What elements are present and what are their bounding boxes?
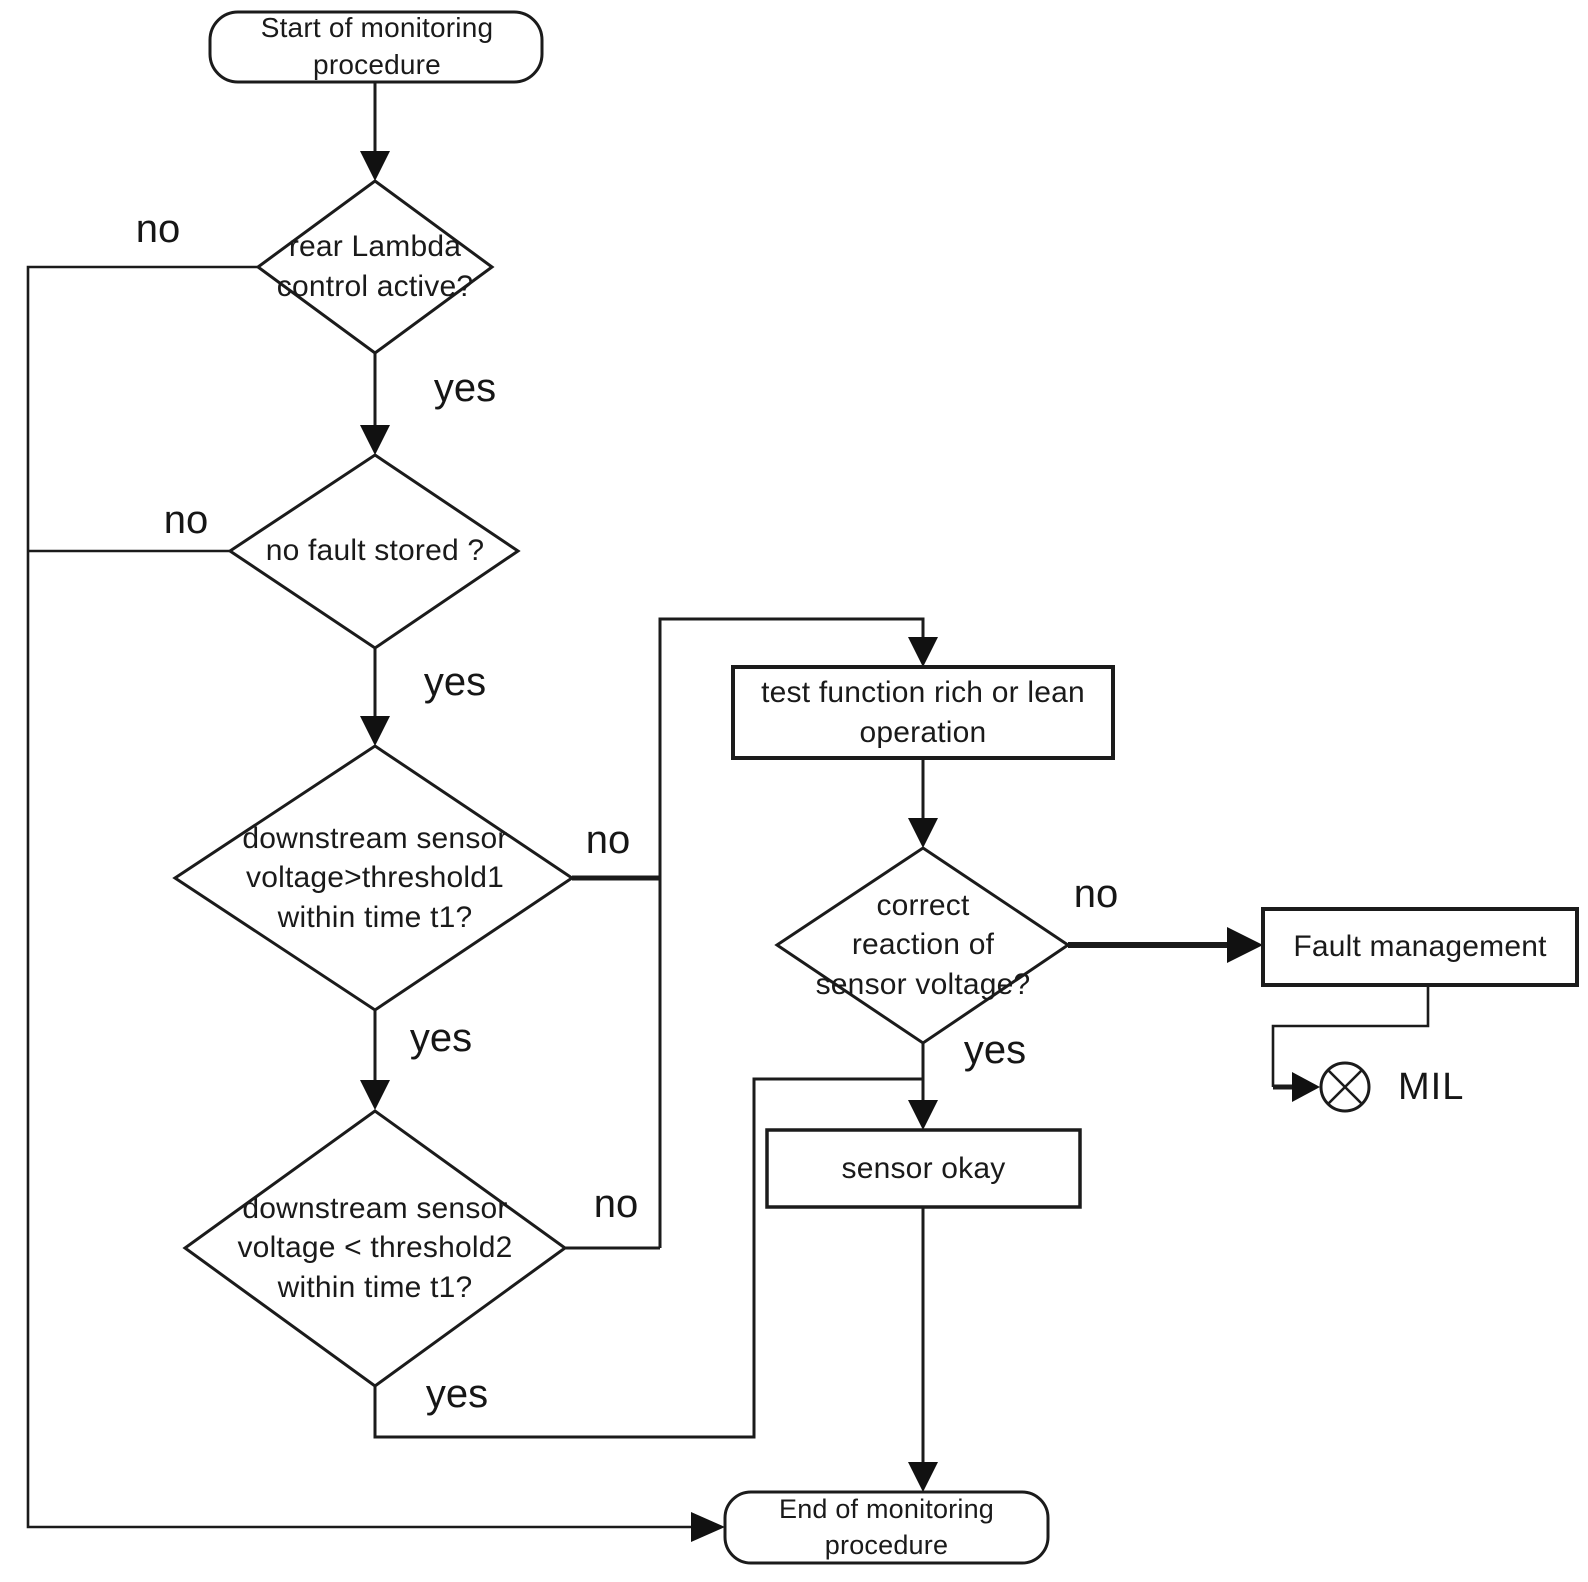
edge-label-d2-no: no xyxy=(163,498,209,542)
edge-label-d5-yes: yes xyxy=(963,1028,1027,1072)
arrowhead-into-d2 xyxy=(360,425,390,455)
node-end-label: End of monitoring procedure xyxy=(778,1493,995,1560)
node-test-function-label: test function rich or lean operation xyxy=(761,675,1085,749)
node-end-shape xyxy=(723,1490,1050,1565)
edge-fault-to-mil xyxy=(1271,985,1430,1087)
node-test-function-shape xyxy=(731,665,1115,760)
node-threshold2-shape xyxy=(182,1109,568,1388)
edge-d4-yes-to-sensor-okay xyxy=(373,1077,923,1439)
edge-label-d1-yes: yes xyxy=(433,366,497,410)
node-start-shape xyxy=(208,10,544,84)
node-no-fault-label: no fault stored ? xyxy=(265,534,485,568)
mil-lamp-cross-icon xyxy=(1327,1069,1363,1105)
node-threshold2-label: downstream sensor voltage < threshold2 w… xyxy=(237,1191,513,1304)
edge-d1-no-to-end xyxy=(26,265,700,1529)
node-rear-lambda-label: rear Lambda control active? xyxy=(276,230,474,303)
node-correct-reaction-shape xyxy=(774,846,1071,1045)
edge-label-d4-no: no xyxy=(593,1182,639,1226)
edge-no-merge-to-test xyxy=(658,617,925,1248)
node-sensor-okay-label: sensor okay xyxy=(841,1151,1006,1185)
node-fault-management-label: Fault management xyxy=(1293,930,1547,964)
edge-label-d3-yes: yes xyxy=(409,1016,473,1060)
edge-label-d5-no: no xyxy=(1073,872,1119,916)
mil-label: MIL xyxy=(1398,1065,1465,1108)
arrowhead-into-fault-management xyxy=(1227,927,1263,963)
arrowhead-into-d5 xyxy=(908,818,938,848)
arrowhead-into-mil xyxy=(1292,1072,1320,1102)
arrowhead-into-test-function xyxy=(908,637,938,667)
arrowhead-into-d1 xyxy=(360,151,390,181)
arrowhead-into-d3 xyxy=(360,716,390,746)
node-rear-lambda-shape xyxy=(255,179,495,355)
edge-label-d3-no: no xyxy=(585,818,631,862)
node-threshold1-label: downstream sensor voltage>threshold1 wit… xyxy=(242,821,508,934)
node-correct-reaction-label: correct reaction of sensor voltage? xyxy=(815,888,1031,1001)
edge-label-d4-yes: yes xyxy=(425,1372,489,1416)
arrowhead-into-d4 xyxy=(360,1080,390,1110)
edge-label-d2-yes: yes xyxy=(423,660,487,704)
node-threshold1-shape xyxy=(172,744,575,1012)
node-fault-management-shape xyxy=(1261,907,1579,987)
node-no-fault-shape xyxy=(227,453,521,650)
node-start-label: Start of monitoring procedure xyxy=(260,12,494,80)
arrowhead-into-end-left xyxy=(691,1512,725,1542)
arrowhead-into-end-bottom xyxy=(908,1462,938,1492)
arrowhead-into-sensor-okay xyxy=(908,1100,938,1130)
node-sensor-okay-shape xyxy=(765,1128,1082,1209)
edge-label-d1-no: no xyxy=(135,207,181,251)
